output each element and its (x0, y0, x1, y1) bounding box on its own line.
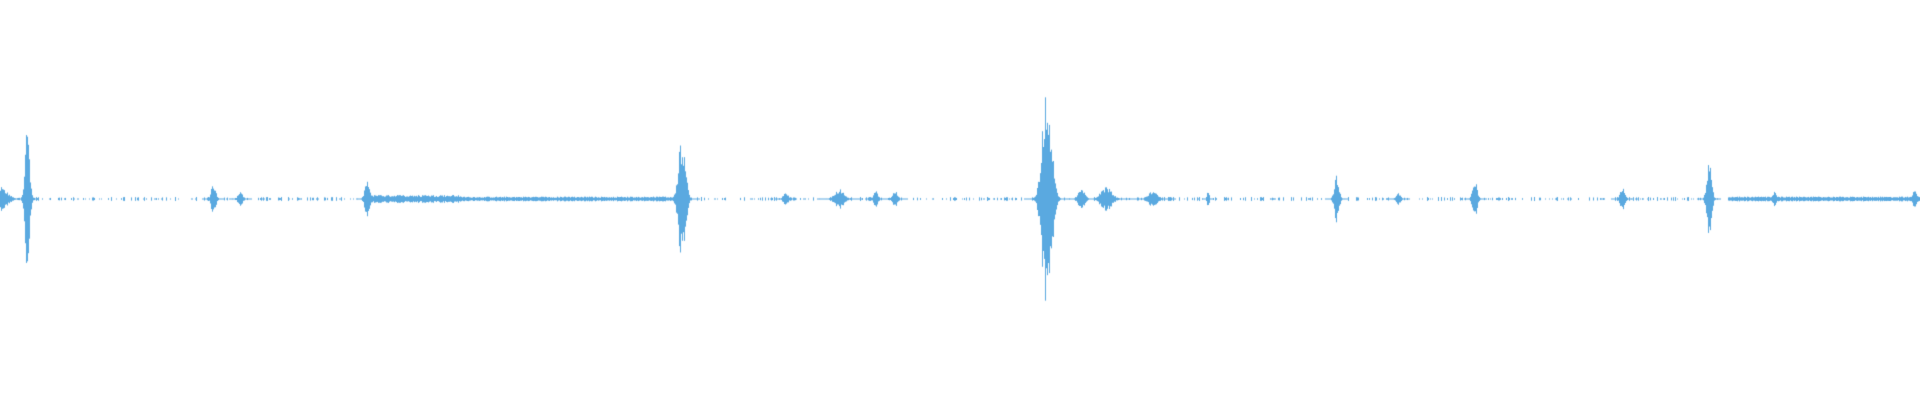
audio-waveform[interactable] (0, 0, 1920, 400)
waveform-view[interactable] (0, 0, 1920, 400)
